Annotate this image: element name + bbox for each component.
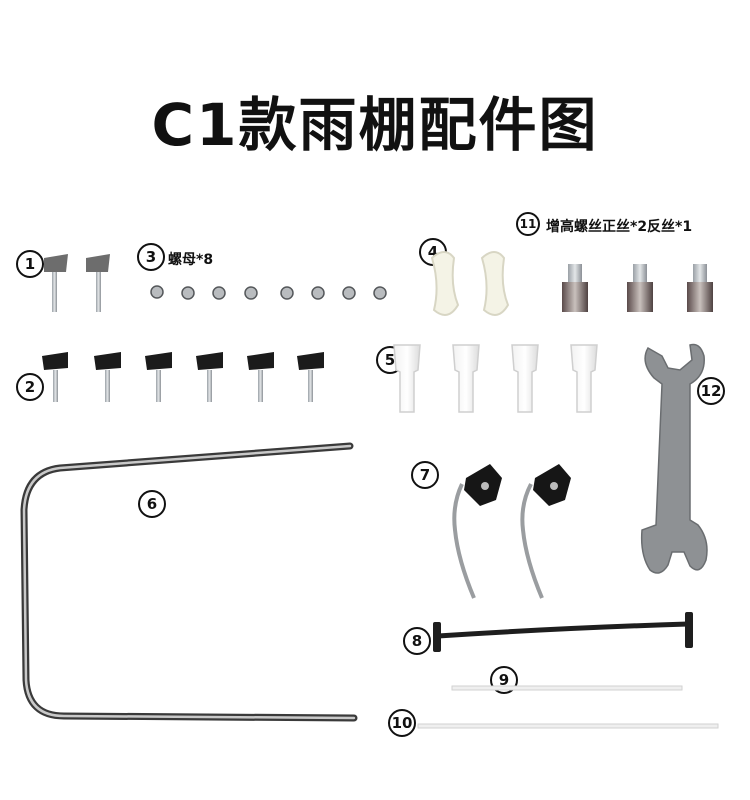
thumb-screw-small	[86, 254, 110, 312]
label-7: 7	[411, 461, 439, 489]
nut-caption: 螺母*8	[168, 252, 214, 268]
bracket-arms	[452, 464, 571, 599]
page-title: C1款雨棚配件图	[151, 91, 599, 159]
u-frame-tube	[20, 442, 358, 722]
knob-screws	[42, 352, 324, 402]
label-12: 12	[697, 377, 725, 405]
label-10: 10	[388, 709, 416, 737]
end-caps	[393, 344, 598, 413]
label-11: 11	[516, 212, 540, 236]
thumb-screw-small	[44, 254, 68, 312]
white-rods	[417, 685, 719, 729]
label-2: 2	[16, 373, 44, 401]
label-1: 1	[16, 250, 44, 278]
black-rod	[433, 612, 693, 652]
spacer-caption: 增高螺丝正丝*2反丝*1	[546, 219, 693, 235]
wrench	[640, 343, 708, 574]
nuts-row	[150, 285, 387, 300]
label-3: 3	[137, 243, 165, 271]
label-8: 8	[403, 627, 431, 655]
plastic-links	[430, 251, 510, 316]
label-6: 6	[138, 490, 166, 518]
spacer-bolts	[562, 264, 713, 312]
